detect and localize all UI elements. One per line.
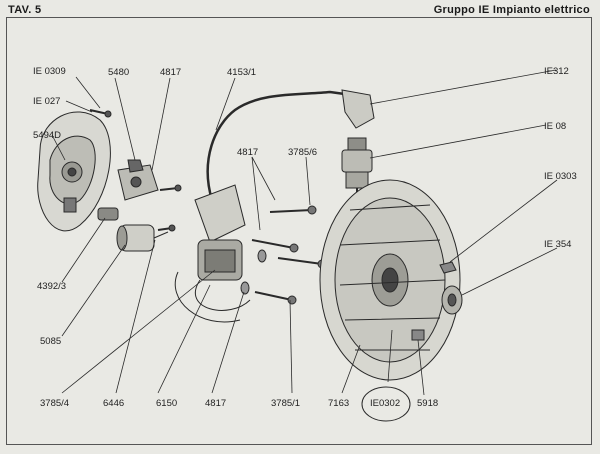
label-4392-3: 4392/3 [37, 281, 67, 292]
label-ie08: IE 08 [544, 121, 567, 132]
plug-cap-drawing [341, 89, 375, 129]
label-6446: 6446 [103, 398, 125, 409]
label-5918: 5918 [417, 398, 439, 409]
label-ie027: IE 027 [33, 96, 61, 107]
label-4153-1: 4153/1 [227, 67, 257, 78]
key-drawing [411, 329, 425, 341]
plate-number: TAV. 5 [8, 4, 42, 16]
label-ie0309: IE 0309 [33, 66, 66, 77]
long-screw-drawing [269, 209, 313, 213]
felt-pad-drawing [97, 207, 119, 221]
label-3785-4: 3785/4 [40, 398, 70, 409]
group-title: Gruppo IE Impianto elettrico [433, 4, 590, 16]
condenser-drawing [116, 224, 169, 252]
ignition-coil-drawing [174, 184, 251, 323]
label-4817-mid: 4817 [237, 147, 259, 158]
nut-drawing [439, 261, 457, 274]
label-4817-top: 4817 [160, 67, 182, 78]
highlight-circle [361, 386, 411, 422]
label-4817-bot: 4817 [205, 398, 227, 409]
label-ie312: IE312 [544, 66, 569, 77]
label-6150: 6150 [156, 398, 178, 409]
diagram-frame [6, 17, 592, 445]
label-5480: 5480 [108, 67, 130, 78]
label-5085: 5085 [40, 336, 62, 347]
leader-lines [51, 69, 558, 396]
contact-breaker-drawing [117, 159, 159, 201]
label-3785-6: 3785/6 [288, 147, 318, 158]
label-5494d: 5494D [33, 130, 61, 141]
ht-lead-drawing [206, 90, 353, 201]
label-ie354: IE 354 [544, 239, 572, 250]
flywheel-drawing [319, 179, 461, 381]
label-3785-1: 3785/1 [271, 398, 301, 409]
label-ie0302: IE0302 [370, 398, 401, 409]
label-ie0303: IE 0303 [544, 171, 577, 182]
label-7163: 7163 [328, 398, 350, 409]
